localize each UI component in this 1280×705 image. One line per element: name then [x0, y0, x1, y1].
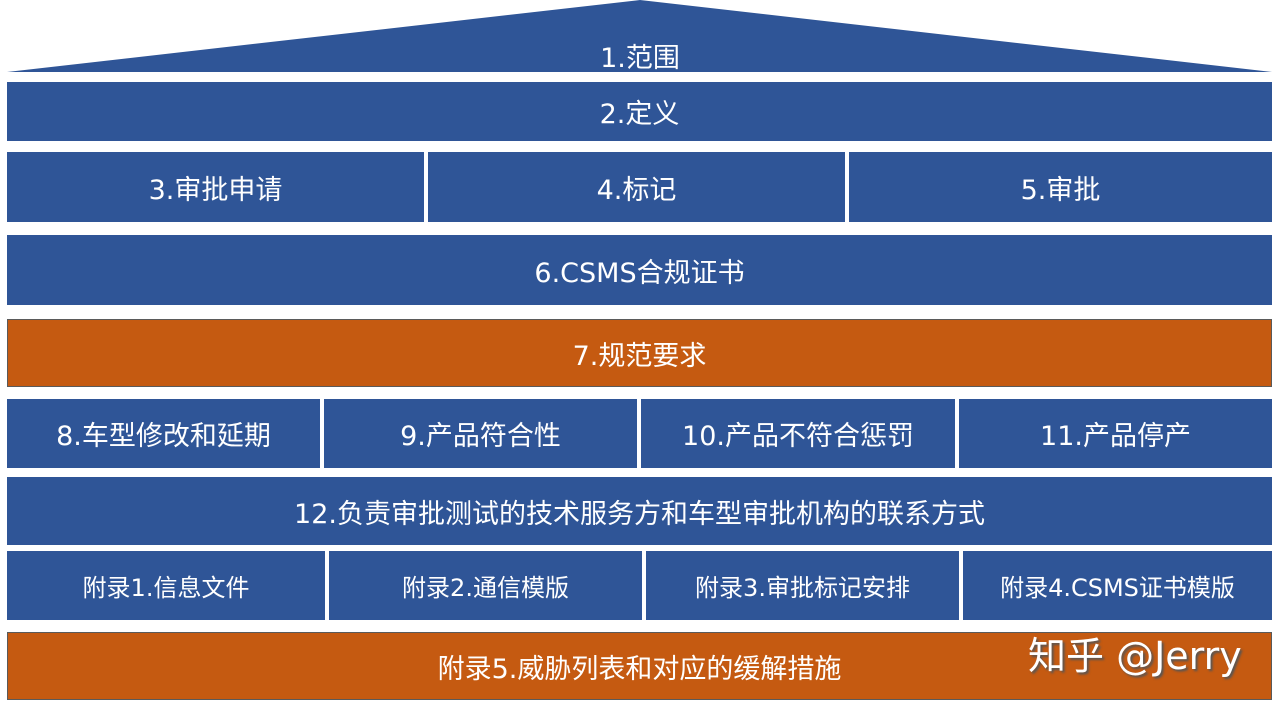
section-5-approval: 5.审批	[849, 152, 1272, 222]
section-2-definitions: 2.定义	[7, 82, 1272, 141]
section-4-marking: 4.标记	[428, 152, 845, 222]
roof-triangle	[7, 0, 1272, 72]
annex-5-threats: 附录5.威胁列表和对应的缓解措施	[7, 632, 1272, 700]
section-9-conformity: 9.产品符合性	[324, 399, 637, 468]
section-7-requirements: 7.规范要求	[7, 319, 1272, 387]
annex-2: 附录2.通信模版	[329, 551, 642, 620]
annex-3: 附录3.审批标记安排	[646, 551, 959, 620]
section-8-modification: 8.车型修改和延期	[7, 399, 320, 468]
section-10-penalties: 10.产品不符合惩罚	[641, 399, 955, 468]
section-6-certificate: 6.CSMS合规证书	[7, 235, 1272, 305]
section-12-contacts: 12.负责审批测试的技术服务方和车型审批机构的联系方式	[7, 477, 1272, 545]
annex-4: 附录4.CSMS证书模版	[963, 551, 1272, 620]
section-11-discontinued: 11.产品停产	[959, 399, 1272, 468]
annex-1: 附录1.信息文件	[7, 551, 325, 620]
section-3-application: 3.审批申请	[7, 152, 424, 222]
section-1-scope: 1.范围	[600, 43, 680, 74]
watermark: 知乎 @Jerry	[1028, 634, 1242, 678]
